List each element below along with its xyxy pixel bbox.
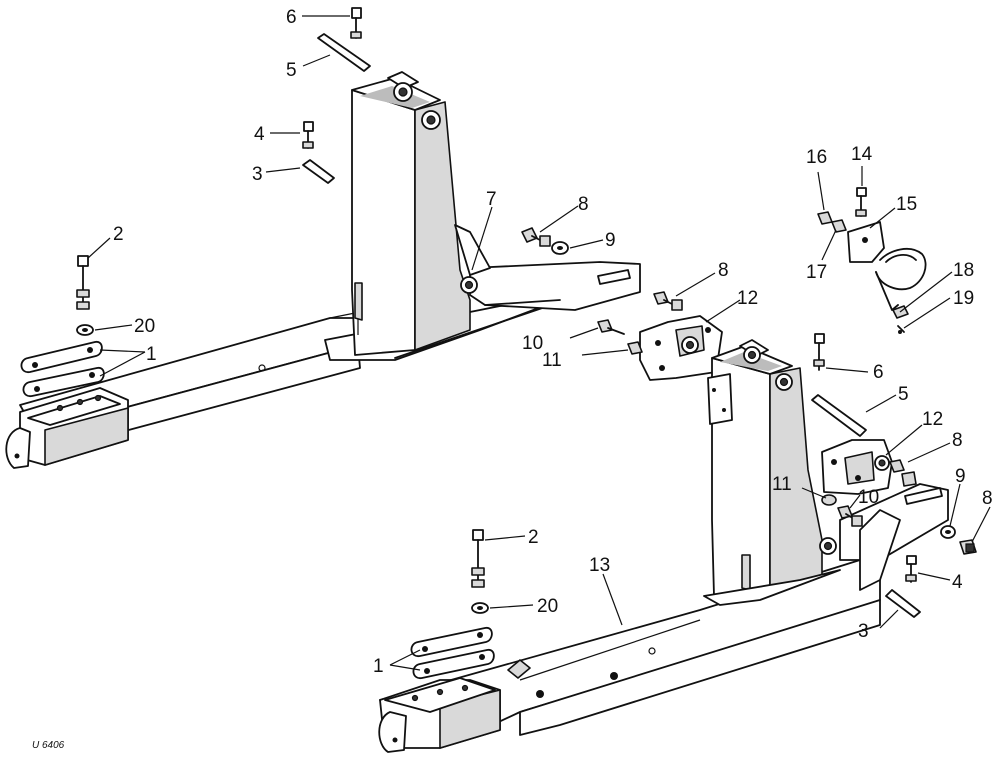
callout-20-right: 20 [537, 596, 558, 617]
callout-6-right: 6 [873, 362, 884, 383]
callout-8-a: 8 [578, 194, 589, 215]
callout-18: 18 [953, 260, 974, 281]
callout-1-left: 1 [146, 344, 157, 365]
callout-5-right: 5 [898, 384, 909, 405]
callout-7: 7 [486, 189, 497, 210]
figure-code: U 6406 [32, 740, 65, 751]
right-drawbar-frame [378, 339, 949, 753]
callout-11-b: 11 [772, 474, 792, 495]
callout-labels: 6 5 4 3 2 20 1 7 8 9 8 12 10 11 16 14 15… [113, 7, 993, 677]
callout-4-top: 4 [254, 124, 265, 145]
callout-19: 19 [953, 288, 974, 309]
callout-8-b: 8 [718, 260, 729, 281]
callout-2-right: 2 [528, 527, 539, 548]
callout-4-right: 4 [952, 572, 963, 593]
callout-8-d: 8 [982, 488, 993, 509]
callout-12-a: 12 [737, 288, 758, 309]
callout-11-a: 11 [542, 350, 562, 371]
callout-20-left: 20 [134, 316, 155, 337]
leader-lines [87, 15, 991, 671]
callout-9-a: 9 [605, 230, 616, 251]
callout-3-top: 3 [252, 164, 263, 185]
callout-9-b: 9 [955, 466, 966, 487]
callout-5-top: 5 [286, 60, 297, 81]
callout-14: 14 [851, 144, 873, 165]
callout-1-right: 1 [373, 656, 384, 677]
callout-10-a: 10 [522, 333, 543, 354]
callout-6-top: 6 [286, 7, 297, 28]
callout-13: 13 [589, 555, 610, 576]
callout-15: 15 [896, 194, 917, 215]
left-drawbar-frame [5, 71, 641, 469]
callout-17: 17 [806, 262, 827, 283]
callout-12-b: 12 [922, 409, 943, 430]
light-bracket-hardware [817, 187, 927, 334]
callout-2-left: 2 [113, 224, 124, 245]
callout-16: 16 [806, 147, 827, 168]
callout-3-right: 3 [858, 621, 869, 642]
left-hardware [20, 7, 723, 397]
callout-8-c: 8 [952, 430, 963, 451]
callout-10-b: 10 [858, 487, 879, 508]
